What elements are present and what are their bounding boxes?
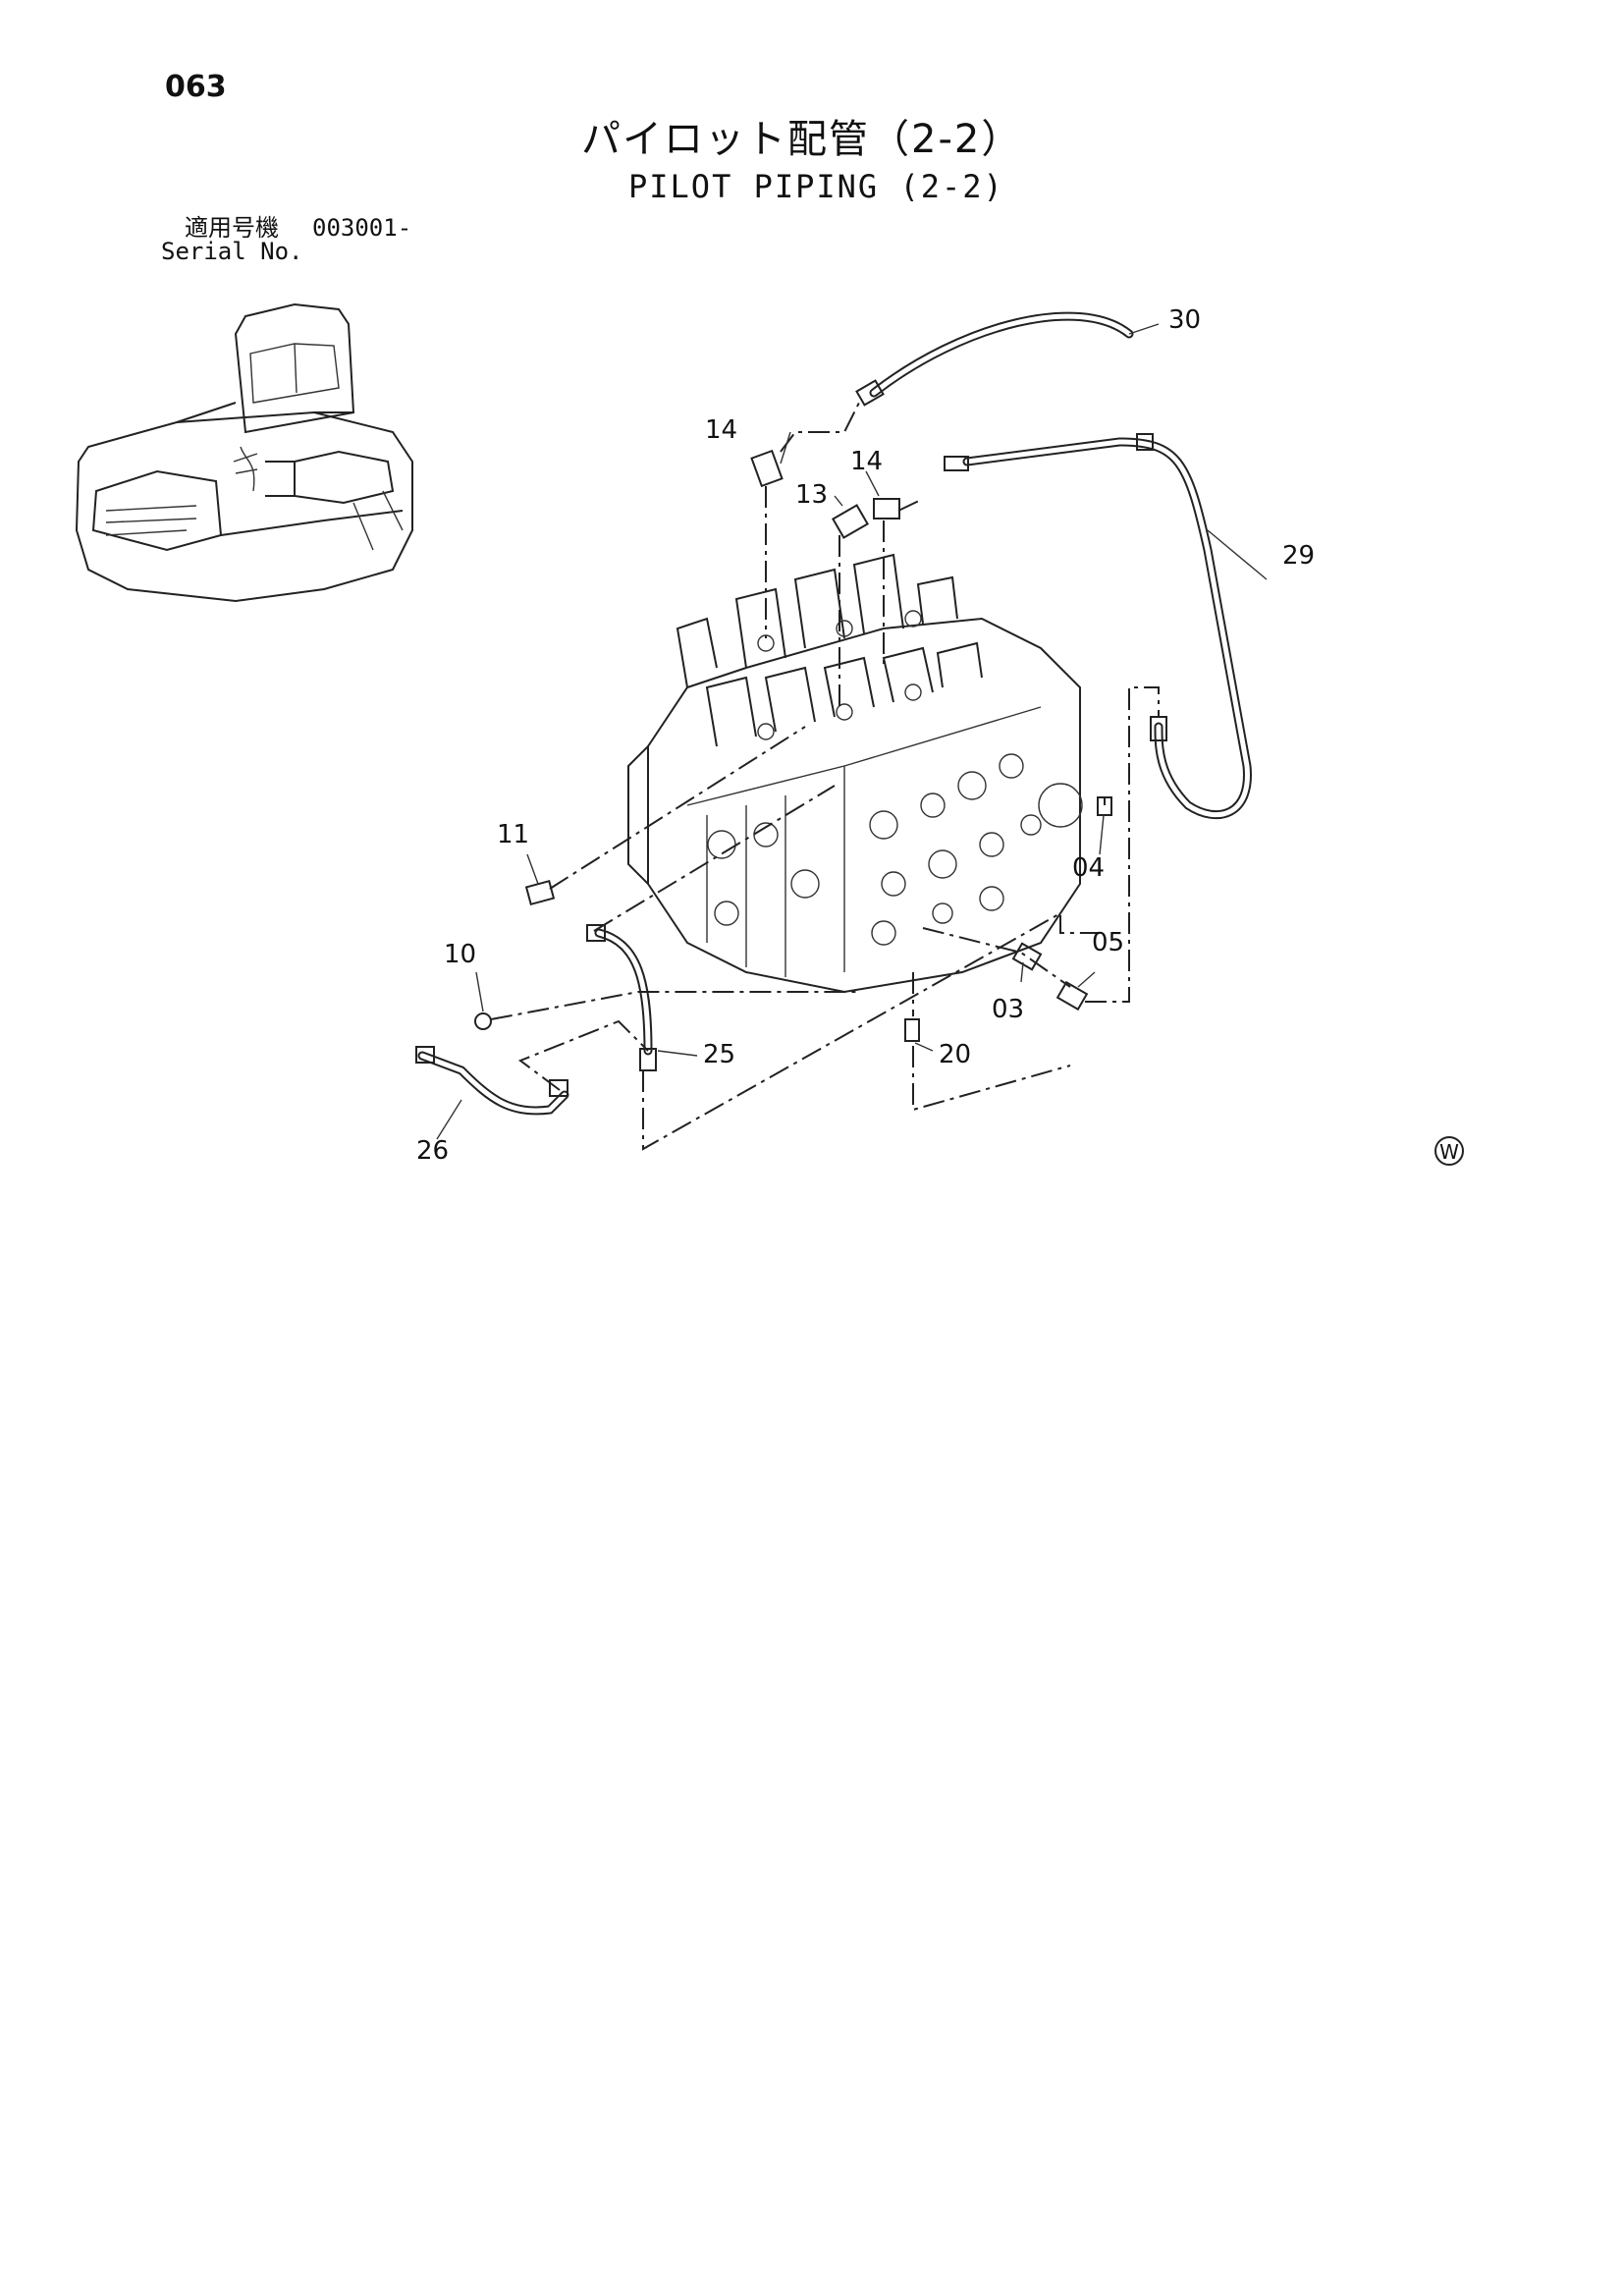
callout-13: 13: [795, 480, 828, 510]
page-title-japanese: パイロット配管（2-2）: [581, 117, 1023, 162]
callout-20: 20: [939, 1040, 971, 1069]
callout-30: 30: [1168, 305, 1201, 335]
callout-11: 11: [497, 820, 529, 849]
page-title-english: PILOT PIPING (2-2): [628, 168, 1004, 205]
leader-lines: [436, 402, 1160, 1151]
callout-03: 03: [992, 995, 1024, 1024]
control-valve-body: [627, 553, 1083, 994]
hose-26: [415, 1046, 569, 1116]
serial-number-value: 003001-: [312, 214, 412, 242]
callout-14-right: 14: [850, 447, 883, 476]
callout-14-left: 14: [705, 415, 737, 445]
callout-26: 26: [416, 1136, 449, 1166]
fittings: [474, 449, 1112, 1042]
hose-25: [586, 924, 657, 1071]
serial-label-english: Serial No.: [161, 238, 303, 265]
serial-label-japanese: 適用号機: [185, 214, 279, 242]
callout-25: 25: [703, 1040, 735, 1069]
circled-w-mark: W: [1434, 1136, 1464, 1166]
excavator-thumbnail: [75, 302, 413, 603]
mark-letter: W: [1439, 1140, 1459, 1164]
callout-05: 05: [1092, 928, 1124, 957]
callout-29: 29: [1282, 541, 1315, 571]
hose-30: [855, 311, 1160, 407]
callout-04: 04: [1072, 853, 1105, 883]
page-number: 063: [165, 70, 227, 104]
callout-10: 10: [444, 940, 476, 969]
